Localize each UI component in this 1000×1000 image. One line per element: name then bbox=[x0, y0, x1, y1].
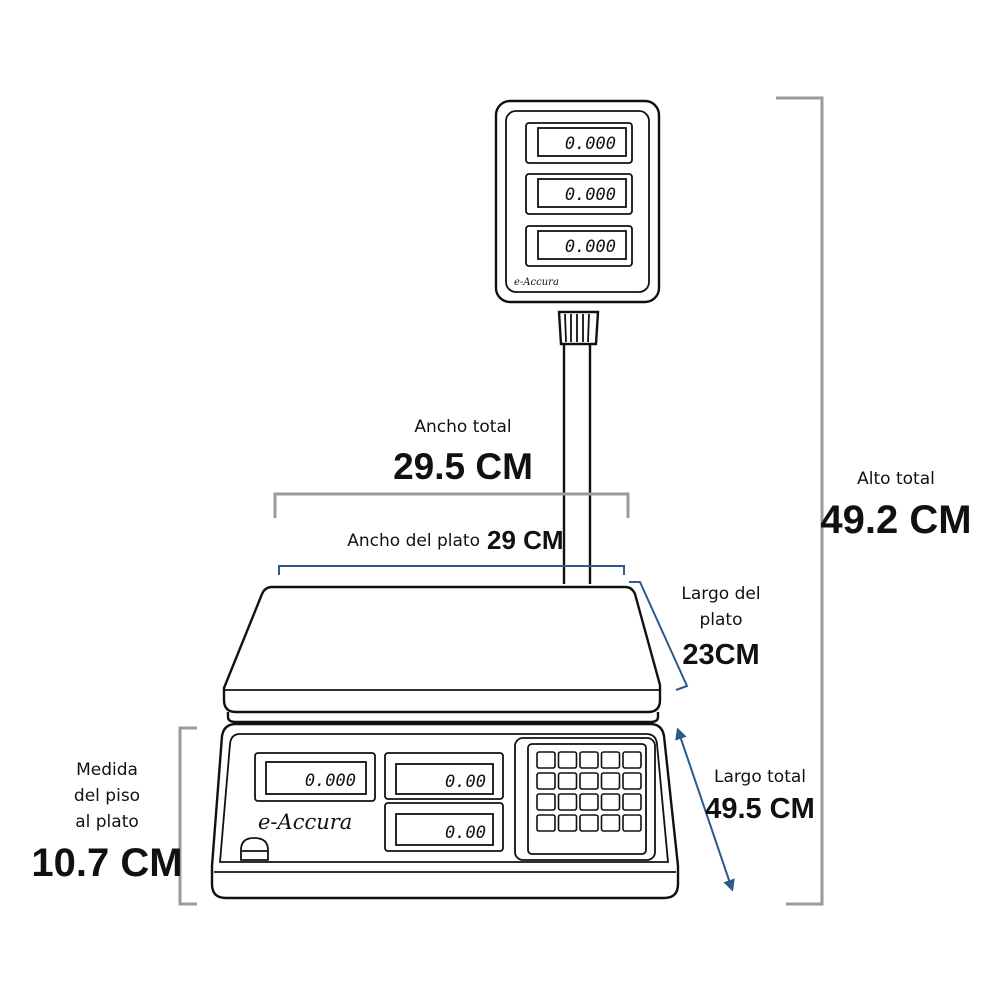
keypad-key bbox=[557, 793, 578, 811]
piso-plato-value: 10.7 CM bbox=[31, 841, 182, 885]
keypad-key bbox=[536, 793, 556, 811]
keypad-key bbox=[622, 814, 642, 832]
tower-display-1-value: 0.000 bbox=[565, 134, 616, 154]
tower-brand-logo: e-Accura bbox=[514, 277, 559, 288]
keypad-key bbox=[600, 772, 621, 790]
ancho-plato-value: 29 CM bbox=[487, 525, 564, 555]
base-total-display: 0.00 bbox=[384, 802, 504, 852]
keypad-keys bbox=[536, 751, 642, 832]
keypad-key bbox=[579, 793, 599, 811]
tower-display-3-value: 0.000 bbox=[565, 237, 616, 257]
largo-total-value: 49.5 CM bbox=[705, 793, 815, 825]
keypad-key bbox=[557, 772, 578, 790]
keypad-key bbox=[600, 751, 621, 769]
scale-base: 0.000 0.00 0.00 e-Accura bbox=[210, 722, 680, 900]
keypad-key bbox=[536, 751, 556, 769]
largo-total-arrow bbox=[675, 727, 735, 892]
tower-display-3: 0.000 bbox=[525, 225, 633, 267]
piso-plato-label-3: al plato bbox=[75, 812, 139, 832]
alto-total-label: Alto total bbox=[857, 469, 935, 489]
ancho-plato-label: Ancho del plato bbox=[347, 531, 480, 551]
base-brand-logo: e-Accura bbox=[258, 810, 352, 834]
base-weight-value: 0.000 bbox=[305, 771, 356, 791]
tower-display-unit: 0.000 0.000 0.000 e-Accura bbox=[494, 99, 661, 304]
keypad-key bbox=[622, 793, 642, 811]
largo-plato-bracket bbox=[629, 581, 689, 691]
keypad-key bbox=[579, 751, 599, 769]
tower-display-1: 0.000 bbox=[525, 122, 633, 164]
keypad-key bbox=[579, 814, 599, 832]
alto-total-bracket bbox=[776, 96, 824, 906]
piso-plato-bracket bbox=[178, 726, 197, 906]
keypad-key bbox=[579, 772, 599, 790]
alto-total-value: 49.2 CM bbox=[820, 498, 971, 542]
ancho-total-value: 29.5 CM bbox=[393, 446, 533, 487]
ancho-total-bracket bbox=[273, 492, 630, 518]
keypad-key bbox=[536, 772, 556, 790]
ancho-total-label: Ancho total bbox=[414, 417, 511, 437]
largo-plato-label-2: plato bbox=[700, 610, 743, 630]
weighing-plate bbox=[222, 585, 662, 724]
tower-display-2: 0.000 bbox=[525, 173, 633, 215]
tower-display-2-value: 0.000 bbox=[565, 185, 616, 205]
base-total-value: 0.00 bbox=[445, 823, 486, 843]
keypad bbox=[514, 737, 656, 861]
pole bbox=[557, 310, 600, 584]
base-price-value: 0.00 bbox=[445, 772, 486, 792]
largo-total-label: Largo total bbox=[714, 767, 806, 787]
piso-plato-label-1: Medida bbox=[76, 760, 138, 780]
largo-plato-label-1: Largo del bbox=[681, 584, 760, 604]
keypad-key bbox=[622, 772, 642, 790]
ancho-plato-bracket bbox=[278, 565, 625, 575]
keypad-key bbox=[600, 814, 621, 832]
piso-plato-label-2: del piso bbox=[74, 786, 140, 806]
base-price-display: 0.00 bbox=[384, 752, 504, 800]
keypad-key bbox=[600, 793, 621, 811]
largo-plato-value: 23CM bbox=[682, 639, 759, 671]
keypad-key bbox=[536, 814, 556, 832]
keypad-key bbox=[557, 814, 578, 832]
level-indicator-icon bbox=[240, 837, 269, 861]
keypad-key bbox=[622, 751, 642, 769]
base-weight-display: 0.000 bbox=[254, 752, 376, 802]
keypad-key bbox=[557, 751, 578, 769]
